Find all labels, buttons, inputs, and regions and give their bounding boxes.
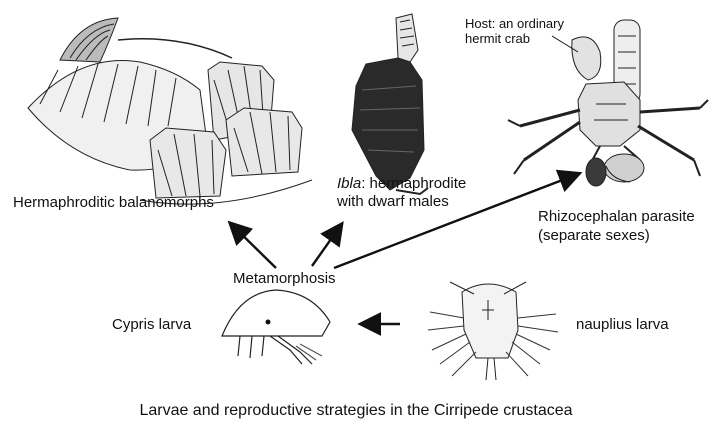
ibla-description: : hermaphrodite [361, 175, 466, 192]
ibla-genus-name: Ibla [337, 175, 361, 192]
arrow-to-ibla [312, 225, 341, 266]
balanomorphs-label: Hermaphroditic balanomorphs [13, 194, 214, 212]
cypris-larva-illustration [222, 290, 330, 364]
cypris-label: Cypris larva [112, 316, 191, 334]
host-label: Host: an ordinary hermit crab [465, 16, 564, 46]
rhizocephalan-label-line2: (separate sexes) [538, 227, 650, 245]
balanomorph-illustration [28, 18, 312, 204]
figure-caption: Larvae and reproductive strategies in th… [0, 402, 712, 420]
ibla-label-line2: with dwarf males [337, 193, 449, 211]
nauplius-label: nauplius larva [576, 316, 669, 334]
ibla-illustration [352, 14, 428, 194]
nauplius-larva-illustration [428, 282, 558, 380]
ibla-label: Ibla: hermaphrodite [337, 175, 466, 193]
arrow-to-balanomorphs [231, 224, 276, 268]
rhizocephalan-label: Rhizocephalan parasite [538, 208, 695, 226]
metamorphosis-label: Metamorphosis [233, 270, 336, 288]
